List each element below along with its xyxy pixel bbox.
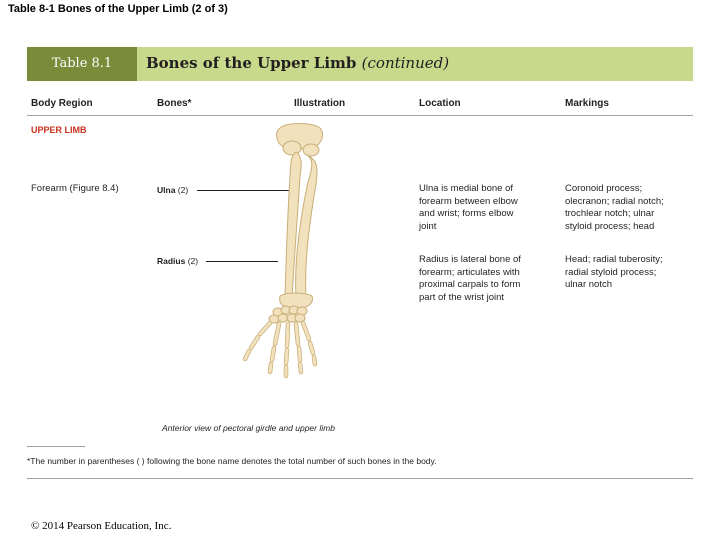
body-region-forearm: Forearm (Figure 8.4) [31,183,119,194]
header-location: Location [419,98,461,109]
bone-name-ulna: Ulna [157,185,176,195]
table-number-tag: Table 8.1 [27,47,137,81]
location-ulna-line: joint [419,220,437,232]
header-rule [27,115,693,116]
illustration-caption: Anterior view of pectoral girdle and upp… [162,423,335,433]
footnote-rule [27,446,85,447]
location-ulna-line: forearm between elbow [419,195,518,207]
footnote: *The number in parentheses ( ) following… [27,456,437,466]
slide-title: Table 8-1 Bones of the Upper Limb (2 of … [8,3,228,15]
markings-radius-line: radial styloid process; [565,266,657,278]
location-ulna: Ulna is medial bone of forearm between e… [419,183,518,233]
markings-radius: Head; radial tuberosity; radial styloid … [565,254,663,292]
location-radius-line: forearm; articulates with [419,266,520,278]
table-title-main: Bones of the Upper Limb [146,54,357,72]
ulna-leader-line [197,190,297,191]
header-markings: Markings [565,98,609,109]
bone-name-radius: Radius [157,256,186,266]
header-bones: Bones* [157,98,192,109]
header-illustration: Illustration [294,98,346,109]
location-radius-line: part of the wrist joint [419,291,505,303]
distal-forearm [279,292,313,310]
location-ulna-line: Ulna is medial bone of [419,183,513,194]
table-title-band [27,47,693,81]
forearm-bones-illustration [242,123,323,379]
bone-label-radius: Radius (2) [157,256,198,266]
location-ulna-line: and wrist; forms elbow [419,208,514,219]
table-title: Bones of the Upper Limb (continued) [146,54,449,72]
markings-ulna: Coronoid process; olecranon; radial notc… [565,183,664,233]
carpal [294,313,306,323]
section-label: UPPER LIMB [31,125,87,135]
radius-leader-line [206,261,278,262]
radial-head [302,143,320,157]
location-radius: Radius is lateral bone of forearm; artic… [419,254,521,304]
location-radius-line: proximal carpals to form [419,279,521,290]
markings-ulna-line: styloid process; head [565,220,655,232]
olecranon [282,140,302,156]
header-body-region: Body Region [31,98,93,109]
markings-ulna-line: olecranon; radial notch; [565,195,664,207]
markings-ulna-line: Coronoid process; [565,183,643,194]
copyright-notice: © 2014 Pearson Education, Inc. [31,520,172,532]
bone-count-radius: (2) [187,256,199,266]
bone-label-ulna: Ulna (2) [157,185,188,195]
location-radius-line: Radius is lateral bone of [419,254,521,265]
table-title-suffix: (continued) [361,54,450,72]
table-bottom-rule [27,478,693,479]
markings-radius-line: ulnar notch [565,279,613,290]
markings-radius-line: Head; radial tuberosity; [565,254,663,265]
markings-ulna-line: trochlear notch; ulnar [565,208,655,219]
bone-count-ulna: (2) [177,185,189,195]
